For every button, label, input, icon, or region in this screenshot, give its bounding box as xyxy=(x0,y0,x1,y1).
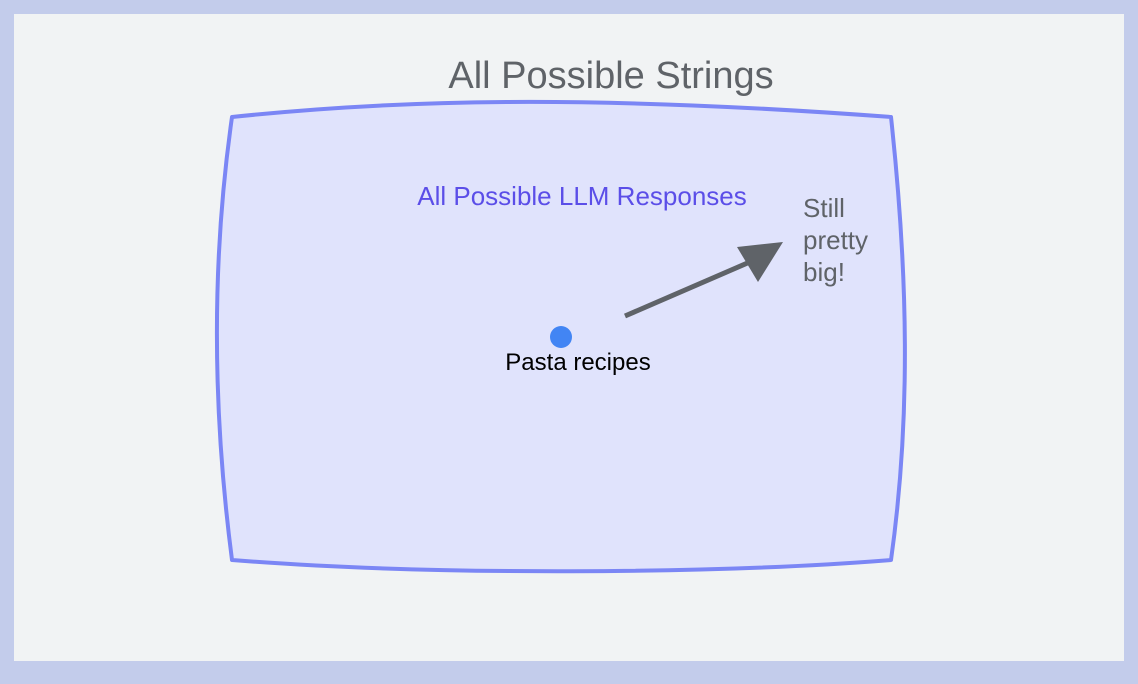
arrow-head-icon xyxy=(737,242,783,282)
page-title: All Possible Strings xyxy=(448,55,773,97)
pasta-recipes-dot xyxy=(550,326,572,348)
note-line-1: Still xyxy=(803,193,845,223)
region-label: All Possible LLM Responses xyxy=(417,181,747,211)
pasta-recipes-label: Pasta recipes xyxy=(505,349,650,376)
diagram-canvas: All Possible Strings All Possible LLM Re… xyxy=(14,14,1124,661)
note-line-3: big! xyxy=(803,257,845,287)
diagram-svg: All Possible Strings All Possible LLM Re… xyxy=(215,55,907,574)
arrow-shaft xyxy=(624,252,767,319)
note-line-2: pretty xyxy=(803,225,868,255)
